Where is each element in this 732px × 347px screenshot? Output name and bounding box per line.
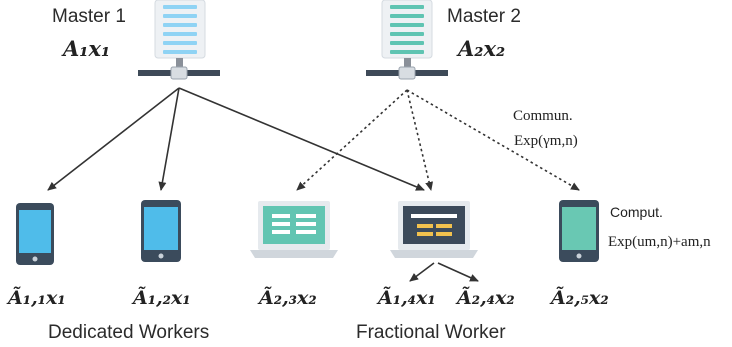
worker-5-expr: Ã₂,₅x₂ [549, 286, 609, 309]
worker-2-tablet-icon [141, 200, 181, 262]
comput-title: Comput. [610, 204, 663, 220]
arrow-m1-w1 [47, 87, 180, 191]
master-2-server-icon [366, 0, 448, 80]
master-1-label: Master 1 [52, 6, 126, 27]
arrow-m2-w4 [406, 89, 434, 191]
arrow-m1-w2 [158, 87, 180, 191]
fractional-worker-label: Fractional Worker [356, 322, 506, 343]
comput-expr: Exp(um,n)+am,n [608, 234, 711, 250]
arrow-w4-split-a [409, 262, 435, 282]
arrow-m2-w5 [406, 89, 580, 191]
worker-1-expr: Ã₁,₁x₁ [6, 286, 66, 309]
worker-1-tablet-icon [16, 203, 54, 265]
commun-expr: Exp(γm,n) [514, 133, 578, 149]
worker-4-laptop-icon [390, 201, 478, 258]
master-1-expr: A₁x₁ [61, 36, 110, 61]
arrow-w4-split-b [437, 262, 479, 282]
master-2-expr: A₂x₂ [456, 36, 505, 61]
master-2-label: Master 2 [447, 6, 521, 27]
commun-title: Commun. [513, 108, 573, 124]
dedicated-workers-label: Dedicated Workers [48, 322, 209, 343]
arrow-m2-w3 [296, 89, 408, 191]
worker-4-expr-b: Ã₂,₄x₂ [455, 286, 515, 309]
arrow-m1-w4 [178, 87, 425, 191]
master-1-server-icon [138, 0, 220, 80]
worker-3-expr: Ã₂,₃x₂ [257, 286, 317, 309]
worker-5-tablet-icon [559, 200, 599, 262]
worker-2-expr: Ã₁,₂x₁ [131, 286, 191, 309]
worker-3-laptop-icon [250, 201, 338, 258]
worker-4-expr-a: Ã₁,₄x₁ [376, 286, 436, 309]
